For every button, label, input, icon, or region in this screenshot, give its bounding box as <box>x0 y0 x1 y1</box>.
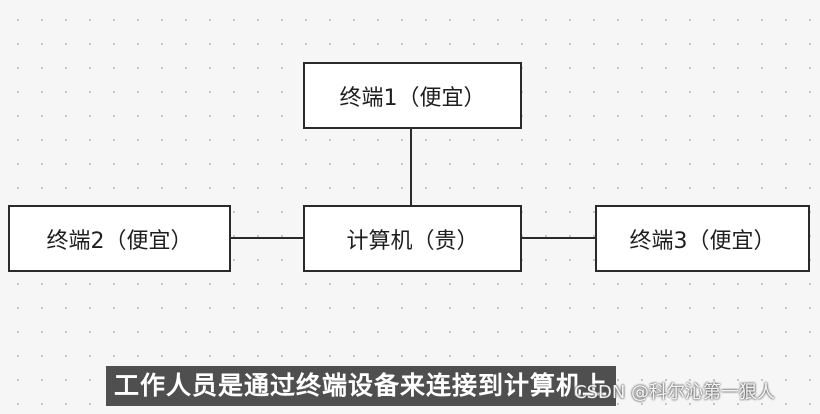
connector-computer-terminal3 <box>522 237 595 239</box>
node-terminal-2: 终端2（便宜） <box>8 205 231 272</box>
node-terminal-3: 终端3（便宜） <box>595 205 810 272</box>
node-terminal-3-label: 终端3（便宜） <box>629 228 776 254</box>
node-terminal-2-label: 终端2（便宜） <box>46 228 193 254</box>
connector-terminal1-computer <box>410 129 412 205</box>
node-terminal-1-label: 终端1（便宜） <box>339 85 486 111</box>
node-computer-label: 计算机（贵） <box>346 228 479 254</box>
watermark: CSDN @科尔沁第一狠人 <box>574 382 776 403</box>
video-subtitle: 工作人员是通过终端设备来连接到计算机上 <box>106 366 617 406</box>
node-terminal-1: 终端1（便宜） <box>303 62 522 129</box>
connector-terminal2-computer <box>231 237 303 239</box>
node-computer: 计算机（贵） <box>303 205 522 272</box>
